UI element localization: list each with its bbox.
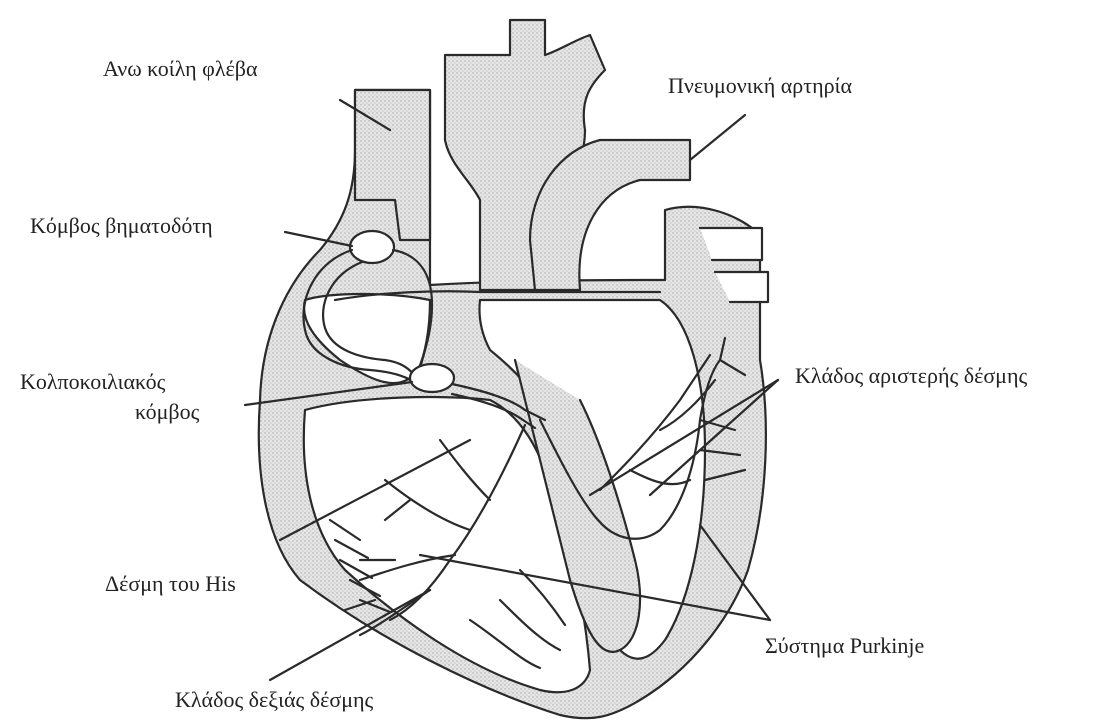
av-node (410, 364, 454, 392)
label-sa-node: Κόμβος βηματοδότη (30, 212, 213, 240)
sa-node (350, 231, 394, 263)
label-bundle-of-his: Δέσμη του His (105, 570, 236, 598)
label-av-node-line2: κόμβος (135, 398, 199, 426)
label-purkinje-system: Σύστημα Purkinje (765, 632, 924, 660)
label-av-node-line1: Κολποκοιλιακός (20, 368, 165, 396)
label-left-bundle-branch: Κλάδος αριστερής δέσμης (795, 362, 1027, 390)
leader-pulmonary-artery (690, 115, 745, 160)
label-superior-vena-cava: Ανω κοίλη φλέβα (103, 55, 258, 83)
label-right-bundle-branch: Κλάδος δεξιάς δέσμης (175, 686, 373, 714)
label-pulmonary-artery: Πνευμονική αρτηρία (668, 72, 852, 100)
